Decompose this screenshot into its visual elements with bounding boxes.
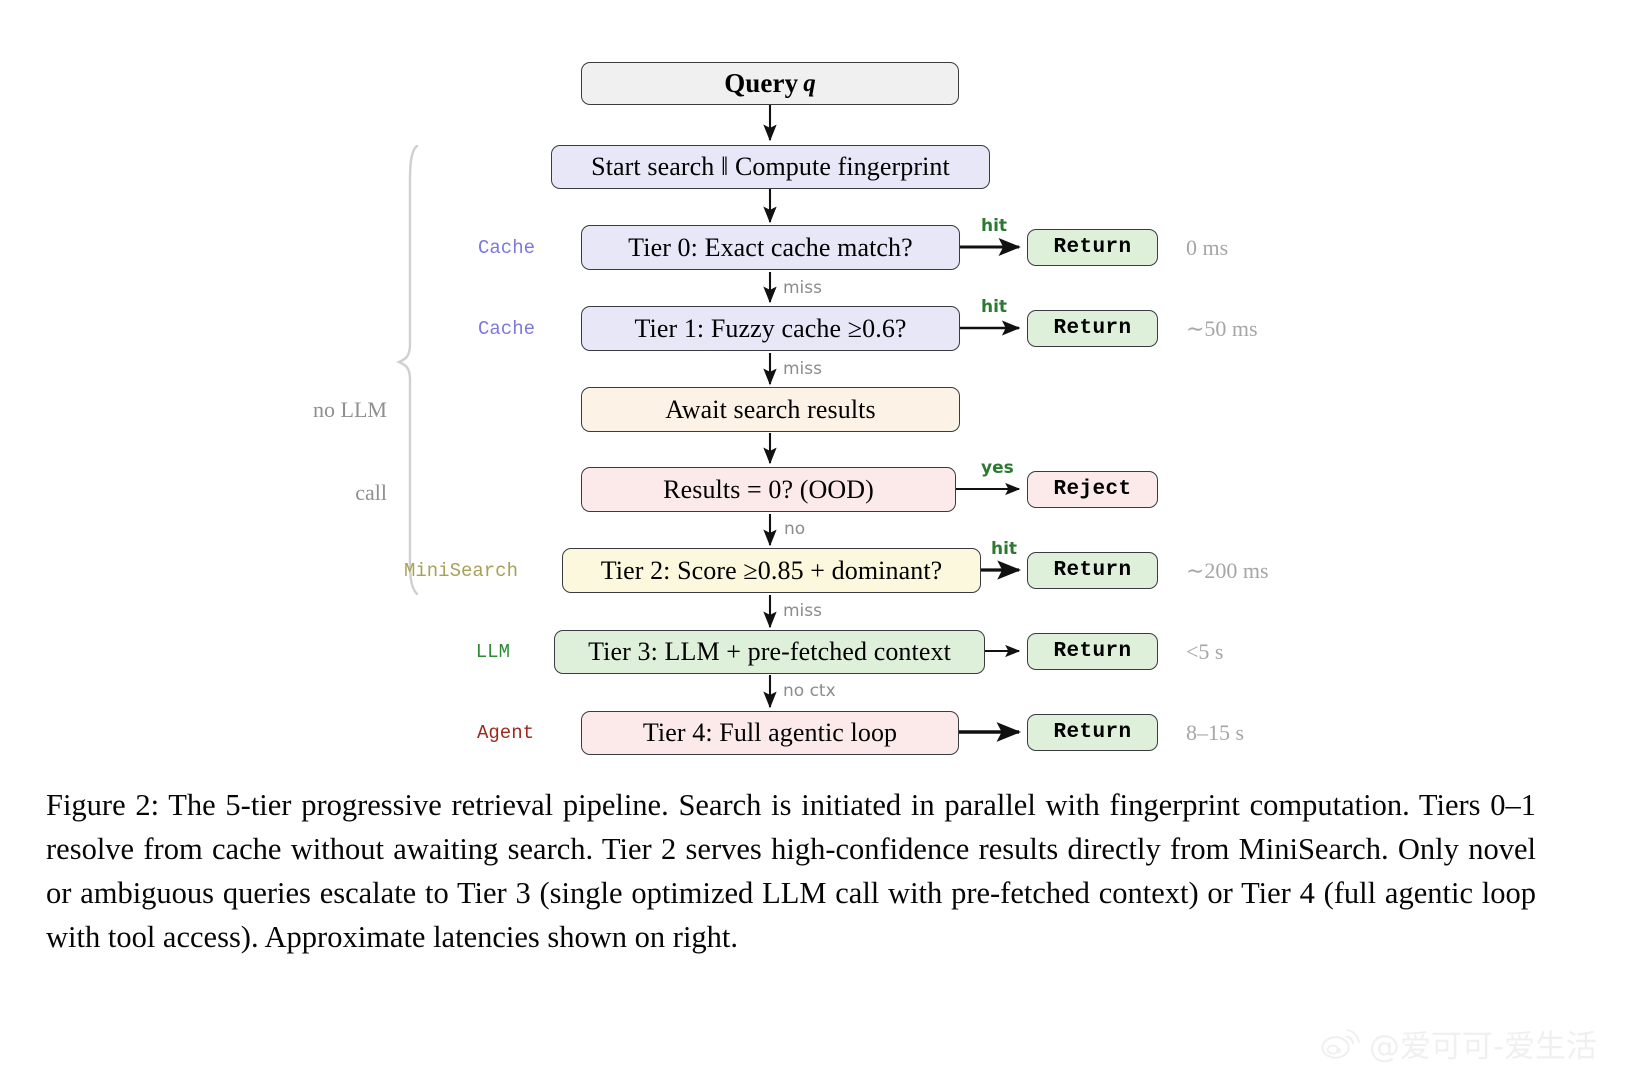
edge-label-miss-tier2-text: miss [783, 601, 822, 621]
diagram-connectors [395, 104, 1022, 742]
edge-label-yes-ood-text: yes [981, 458, 1014, 478]
tier-tag-tier0-label: Cache [477, 237, 535, 259]
brace-label-line2: call [355, 479, 387, 505]
latency-tier2-value: ∼200 ms [1186, 558, 1269, 583]
node-tier4-label: Tier 4: Full agentic loop [642, 718, 898, 747]
edge-label-miss-tier1-text: miss [783, 359, 822, 379]
tier-tag-tier3: LLM [400, 641, 510, 663]
node-tier1: Tier 1: Fuzzy cache ≥0.6? [581, 306, 960, 351]
tier-tag-tier1: Cache [400, 318, 535, 340]
latency-tier4-value: 8–15 s [1186, 720, 1245, 745]
terminal-return-tier2: Return [1027, 552, 1158, 589]
latency-tier4: 8–15 s [1186, 720, 1244, 746]
node-ood-check: Results = 0? (OOD) [581, 467, 956, 512]
weibo-watermark: @爱可可-爱生活 [1320, 1021, 1597, 1066]
latency-tier2: ∼200 ms [1186, 558, 1269, 584]
node-tier4: Tier 4: Full agentic loop [581, 711, 959, 755]
tier-tag-tier2-label: MiniSearch [403, 560, 518, 582]
node-query-italic: q [803, 70, 816, 97]
edge-label-miss-tier0-text: miss [783, 278, 822, 298]
edge-label-hit-tier1: hit [981, 297, 1007, 317]
tier-tag-tier1-label: Cache [477, 318, 535, 340]
tier-tag-tier3-label: LLM [475, 641, 510, 663]
terminal-return-tier4-label: Return [1053, 721, 1132, 744]
node-tier0: Tier 0: Exact cache match? [581, 225, 960, 270]
weibo-logo-icon [1320, 1027, 1360, 1060]
edge-label-no-ood: no [784, 519, 805, 539]
tier-tag-tier2: MiniSearch [390, 560, 518, 582]
edge-label-yes-ood: yes [981, 458, 1014, 478]
edge-label-hit-tier2: hit [991, 539, 1017, 559]
edge-label-miss-tier2: miss [783, 601, 822, 621]
node-await-label: Await search results [665, 394, 876, 424]
node-ood-label: Results = 0? (OOD) [663, 474, 874, 504]
weibo-handle: @爱可可-爱生活 [1368, 1029, 1597, 1065]
node-start-search: Start search ‖ Compute fingerprint [551, 145, 990, 189]
terminal-reject-label: Reject [1053, 478, 1132, 501]
brace-label-line1: no LLM [313, 397, 387, 422]
tier-tag-tier4-label: Agent [476, 722, 534, 744]
node-start-search-label: Start search ‖ Compute fingerprint [591, 152, 950, 181]
latency-tier1: ∼50 ms [1186, 316, 1258, 342]
node-tier3: Tier 3: LLM + pre-fetched context [554, 630, 985, 674]
edge-label-no-ctx-text: no ctx [783, 681, 836, 701]
latency-tier3: <5 s [1186, 639, 1223, 665]
edge-label-miss-tier0: miss [783, 278, 822, 298]
terminal-return-tier0: Return [1027, 229, 1158, 266]
terminal-return-tier1-label: Return [1053, 317, 1132, 340]
terminal-return-tier1: Return [1027, 310, 1158, 347]
brace-label-no-llm-call: no LLM call [222, 341, 387, 561]
edge-label-hit-tier1-text: hit [981, 297, 1008, 317]
latency-tier1-value: ∼50 ms [1186, 316, 1258, 341]
edge-label-hit-tier0-text: hit [981, 216, 1008, 236]
figure-caption: Figure 2: The 5-tier progressive retriev… [46, 788, 1536, 954]
node-tier2: Tier 2: Score ≥0.85 + dominant? [562, 548, 981, 593]
terminal-return-tier0-label: Return [1053, 236, 1132, 259]
terminal-return-tier2-label: Return [1053, 559, 1132, 582]
tier-tag-tier0: Cache [400, 237, 535, 259]
tier-tag-tier4: Agent [400, 722, 534, 744]
terminal-return-tier4: Return [1027, 714, 1158, 751]
latency-tier3-value: <5 s [1186, 639, 1224, 664]
latency-tier0: 0 ms [1186, 235, 1228, 261]
edge-label-hit-tier0: hit [981, 216, 1007, 236]
latency-tier0-value: 0 ms [1186, 235, 1229, 260]
edge-label-miss-tier1: miss [783, 359, 822, 379]
terminal-return-tier3: Return [1027, 633, 1158, 670]
edge-label-hit-tier2-text: hit [991, 539, 1018, 559]
node-tier3-label: Tier 3: LLM + pre-fetched context [588, 637, 951, 666]
edge-label-no-ctx: no ctx [783, 681, 836, 701]
terminal-return-tier3-label: Return [1053, 640, 1132, 663]
node-tier0-label: Tier 0: Exact cache match? [628, 232, 913, 262]
terminal-reject: Reject [1027, 471, 1158, 508]
node-tier1-label: Tier 1: Fuzzy cache ≥0.6? [634, 313, 907, 343]
edge-label-no-ood-text: no [784, 519, 806, 539]
node-query-label: Query [724, 68, 799, 98]
node-tier2-label: Tier 2: Score ≥0.85 + dominant? [600, 555, 943, 585]
node-await-search-results: Await search results [581, 387, 960, 432]
